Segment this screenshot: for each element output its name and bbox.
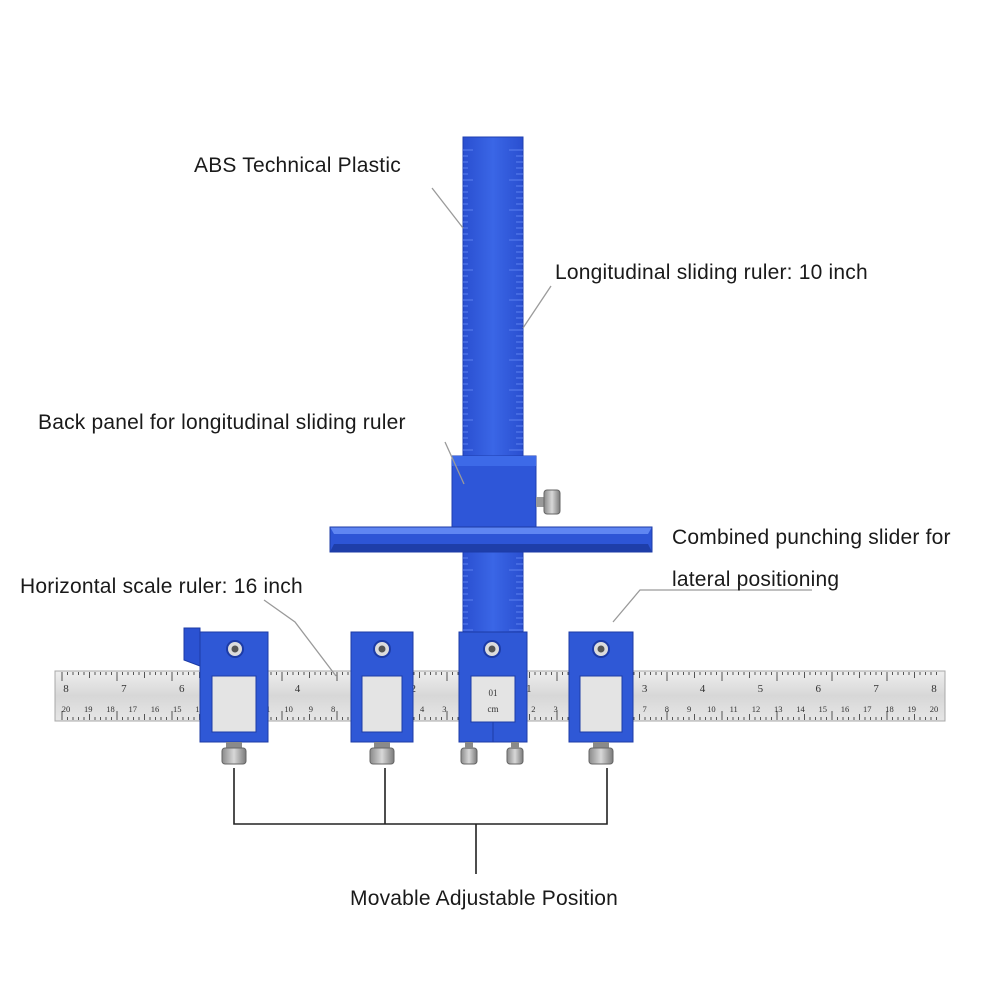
back-panel-label: Back panel for longitudinal sliding rule… [38, 411, 406, 434]
ruler-inch-number: 6 [816, 683, 822, 695]
ruler-inch-number: 4 [700, 683, 706, 695]
ruler-cm-number: 12 [752, 704, 761, 714]
movable-position-label: Movable Adjustable Position [350, 887, 619, 910]
ruler-cm-number: 17 [863, 704, 872, 714]
ruler-cm-number: 3 [554, 704, 558, 714]
thumbscrew-icon [506, 747, 524, 765]
ruler-inch-number: 6 [179, 683, 185, 695]
ruler-cm-number: 8 [665, 704, 669, 714]
ruler-cm-number: 19 [84, 704, 93, 714]
ruler-inch-number: 4 [295, 683, 301, 695]
cross-bar [329, 526, 653, 553]
horizontal-ruler-label: Horizontal scale ruler: 16 inch [20, 575, 303, 598]
leader-back-panel [444, 441, 465, 485]
ruler-inch-number: 8 [931, 683, 937, 695]
ruler-inch-number: 5 [758, 683, 764, 695]
ruler-cm-number: 20 [930, 704, 939, 714]
ruler-cm-number: 18 [106, 704, 115, 714]
ruler-cm-number: 9 [309, 704, 313, 714]
combined-slider-label-line2: lateral positioning [672, 568, 840, 591]
ruler-cm-number: 10 [707, 704, 716, 714]
thumbscrew-icon [536, 489, 561, 515]
ruler-cm-number: 20 [62, 704, 71, 714]
ruler-cm-number: 3 [442, 704, 446, 714]
ruler-cm-number: 16 [841, 704, 850, 714]
ruler-inch-number: 1 [526, 683, 532, 695]
ruler-cm-number: 2 [531, 704, 535, 714]
center-slider-label-2: cm [488, 704, 499, 714]
longitudinal-ruler-label: Longitudinal sliding ruler: 10 inch [555, 261, 868, 284]
punching-slider-left [183, 627, 269, 765]
ruler-cm-number: 10 [284, 704, 293, 714]
ruler-cm-number: 4 [420, 704, 425, 714]
ruler-inch-number: 7 [121, 683, 127, 695]
ruler-cm-number: 15 [173, 704, 182, 714]
ruler-cm-number: 18 [885, 704, 894, 714]
ruler-cm-number: 7 [643, 704, 647, 714]
ruler-cm-number: 13 [774, 704, 783, 714]
thumbscrew-icon [369, 747, 395, 765]
abs-plastic-label: ABS Technical Plastic [194, 154, 401, 177]
ruler-cm-number: 8 [331, 704, 335, 714]
combined-slider-label-line1: Combined punching slider for [672, 526, 951, 549]
ruler-cm-number: 14 [796, 704, 805, 714]
punching-slider-center: 01 cm [458, 631, 528, 765]
ruler-cm-number: 19 [907, 704, 916, 714]
thumbscrew-icon [460, 747, 478, 765]
ruler-cm-number: 15 [818, 704, 827, 714]
ruler-inch-number: 7 [873, 683, 879, 695]
punching-slider-middle [350, 631, 414, 765]
thumbscrew-icon [221, 747, 247, 765]
movable-bracket [233, 768, 608, 874]
ruler-cm-number: 9 [687, 704, 691, 714]
ruler-inch-number: 3 [642, 683, 648, 695]
ruler-cm-number: 17 [129, 704, 138, 714]
leader-combined-slider [612, 589, 812, 623]
punching-slider-right [568, 631, 634, 765]
leader-horizontal [263, 599, 337, 677]
ruler-inch-number: 8 [63, 683, 69, 695]
leader-abs [431, 187, 464, 229]
ruler-cm-number: 11 [730, 704, 738, 714]
leader-longitudinal [522, 285, 552, 329]
center-slider-label-1: 01 [489, 688, 498, 698]
thumbscrew-icon [588, 747, 614, 765]
ruler-cm-number: 16 [151, 704, 160, 714]
